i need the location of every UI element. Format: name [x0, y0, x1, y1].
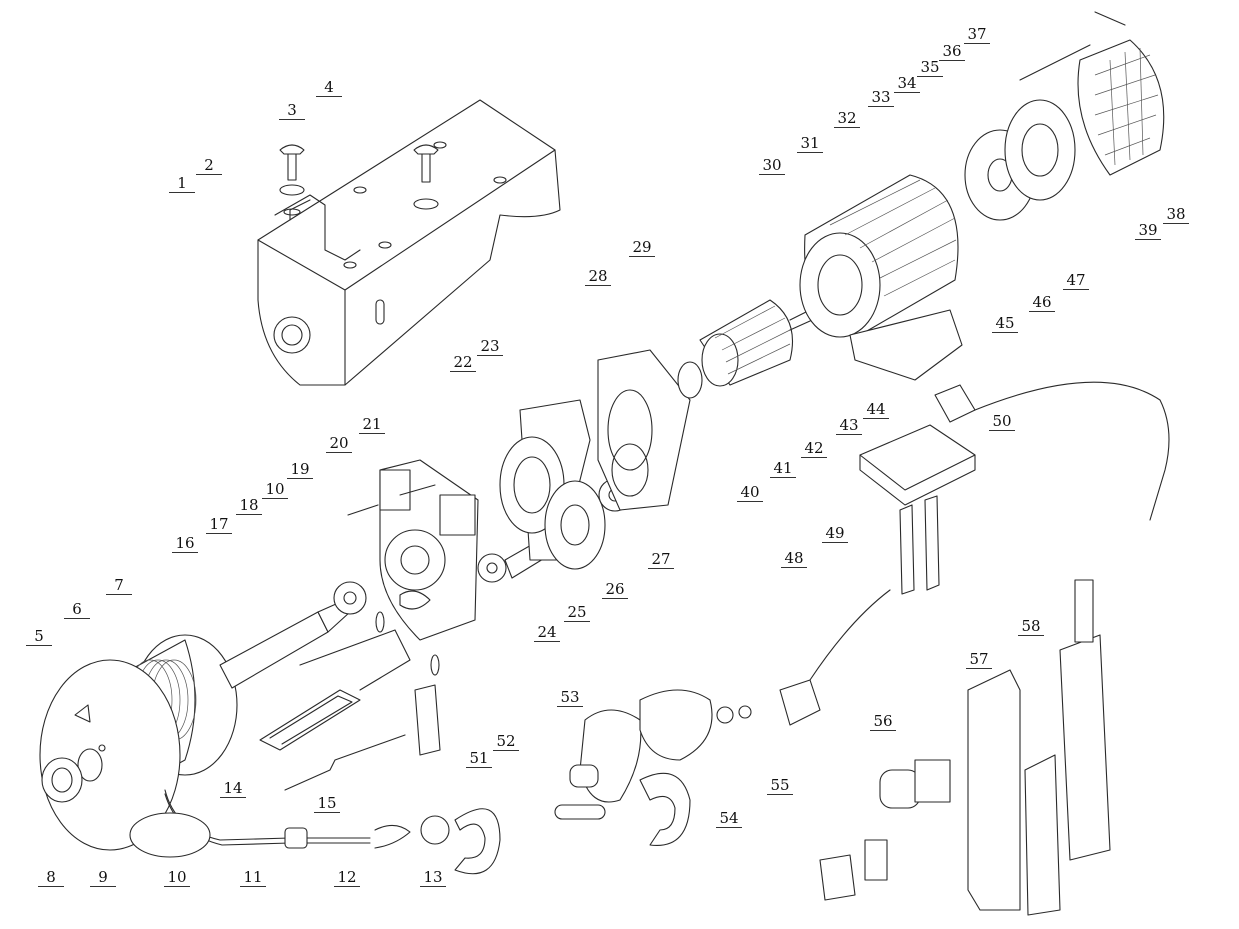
callout-18: 18 [236, 497, 262, 515]
callout-22: 22 [450, 354, 476, 372]
callout-40: 40 [737, 484, 763, 502]
callout-34: 34 [894, 75, 920, 93]
wire-rope-and-hook [129, 789, 501, 875]
callout-48: 48 [781, 550, 807, 568]
callout-8: 8 [38, 869, 64, 887]
callout-32: 32 [834, 110, 860, 128]
callout-38: 38 [1163, 206, 1189, 224]
callout-51: 51 [466, 750, 492, 768]
callout-15: 15 [314, 795, 340, 813]
callout-21: 21 [359, 416, 385, 434]
callout-57: 57 [966, 651, 992, 669]
callout-35: 35 [917, 59, 943, 77]
callout-10-upper: 10 [262, 481, 288, 499]
callout-53: 53 [557, 689, 583, 707]
motor-stator [799, 174, 963, 381]
callout-27: 27 [648, 551, 674, 569]
motor-rotor [699, 299, 831, 387]
callout-55: 55 [767, 777, 793, 795]
mounting-bracket [257, 99, 561, 386]
callout-23: 23 [477, 338, 503, 356]
callout-1: 1 [169, 175, 195, 193]
rear-fan-cover [964, 11, 1165, 221]
callout-6: 6 [64, 601, 90, 619]
callout-33: 33 [868, 89, 894, 107]
hook-block [554, 689, 752, 846]
brake-clutch-assembly [347, 459, 479, 641]
callout-39: 39 [1135, 222, 1161, 240]
drum-shaft [219, 581, 367, 689]
callout-42: 42 [801, 440, 827, 458]
callout-41: 41 [770, 460, 796, 478]
callout-30: 30 [759, 157, 785, 175]
callout-44: 44 [863, 401, 889, 419]
callout-16: 16 [172, 535, 198, 553]
callout-37: 37 [964, 26, 990, 44]
callout-56: 56 [870, 713, 896, 731]
pendant-control [819, 579, 1111, 916]
terminal-box-and-cable [779, 381, 1170, 726]
callout-28: 28 [585, 268, 611, 286]
callout-31: 31 [797, 135, 823, 153]
bracket-bolts [279, 144, 439, 216]
callout-4: 4 [316, 79, 342, 97]
callout-46: 46 [1029, 294, 1055, 312]
callout-13: 13 [420, 869, 446, 887]
callout-3: 3 [279, 102, 305, 120]
callout-29: 29 [629, 239, 655, 257]
callout-26: 26 [602, 581, 628, 599]
gearbox-housing [597, 349, 703, 511]
callout-14: 14 [220, 780, 246, 798]
callout-5: 5 [26, 628, 52, 646]
callout-2: 2 [196, 157, 222, 175]
callout-58: 58 [1018, 618, 1044, 636]
callout-25: 25 [564, 604, 590, 622]
lever-and-plate [259, 611, 441, 791]
callout-47: 47 [1063, 272, 1089, 290]
callout-19: 19 [287, 461, 313, 479]
gear-train [477, 399, 632, 583]
callout-10-bottom: 10 [164, 869, 190, 887]
callout-11: 11 [240, 869, 266, 887]
callout-17: 17 [206, 516, 232, 534]
callout-54: 54 [716, 810, 742, 828]
callout-50: 50 [989, 413, 1015, 431]
callout-52: 52 [493, 733, 519, 751]
callout-7: 7 [106, 577, 132, 595]
callout-24: 24 [534, 624, 560, 642]
winch-drum [39, 634, 238, 851]
callout-49: 49 [822, 525, 848, 543]
callout-45: 45 [992, 315, 1018, 333]
callout-9: 9 [90, 869, 116, 887]
callout-43: 43 [836, 417, 862, 435]
callout-20: 20 [326, 435, 352, 453]
callout-12: 12 [334, 869, 360, 887]
callout-36: 36 [939, 43, 965, 61]
